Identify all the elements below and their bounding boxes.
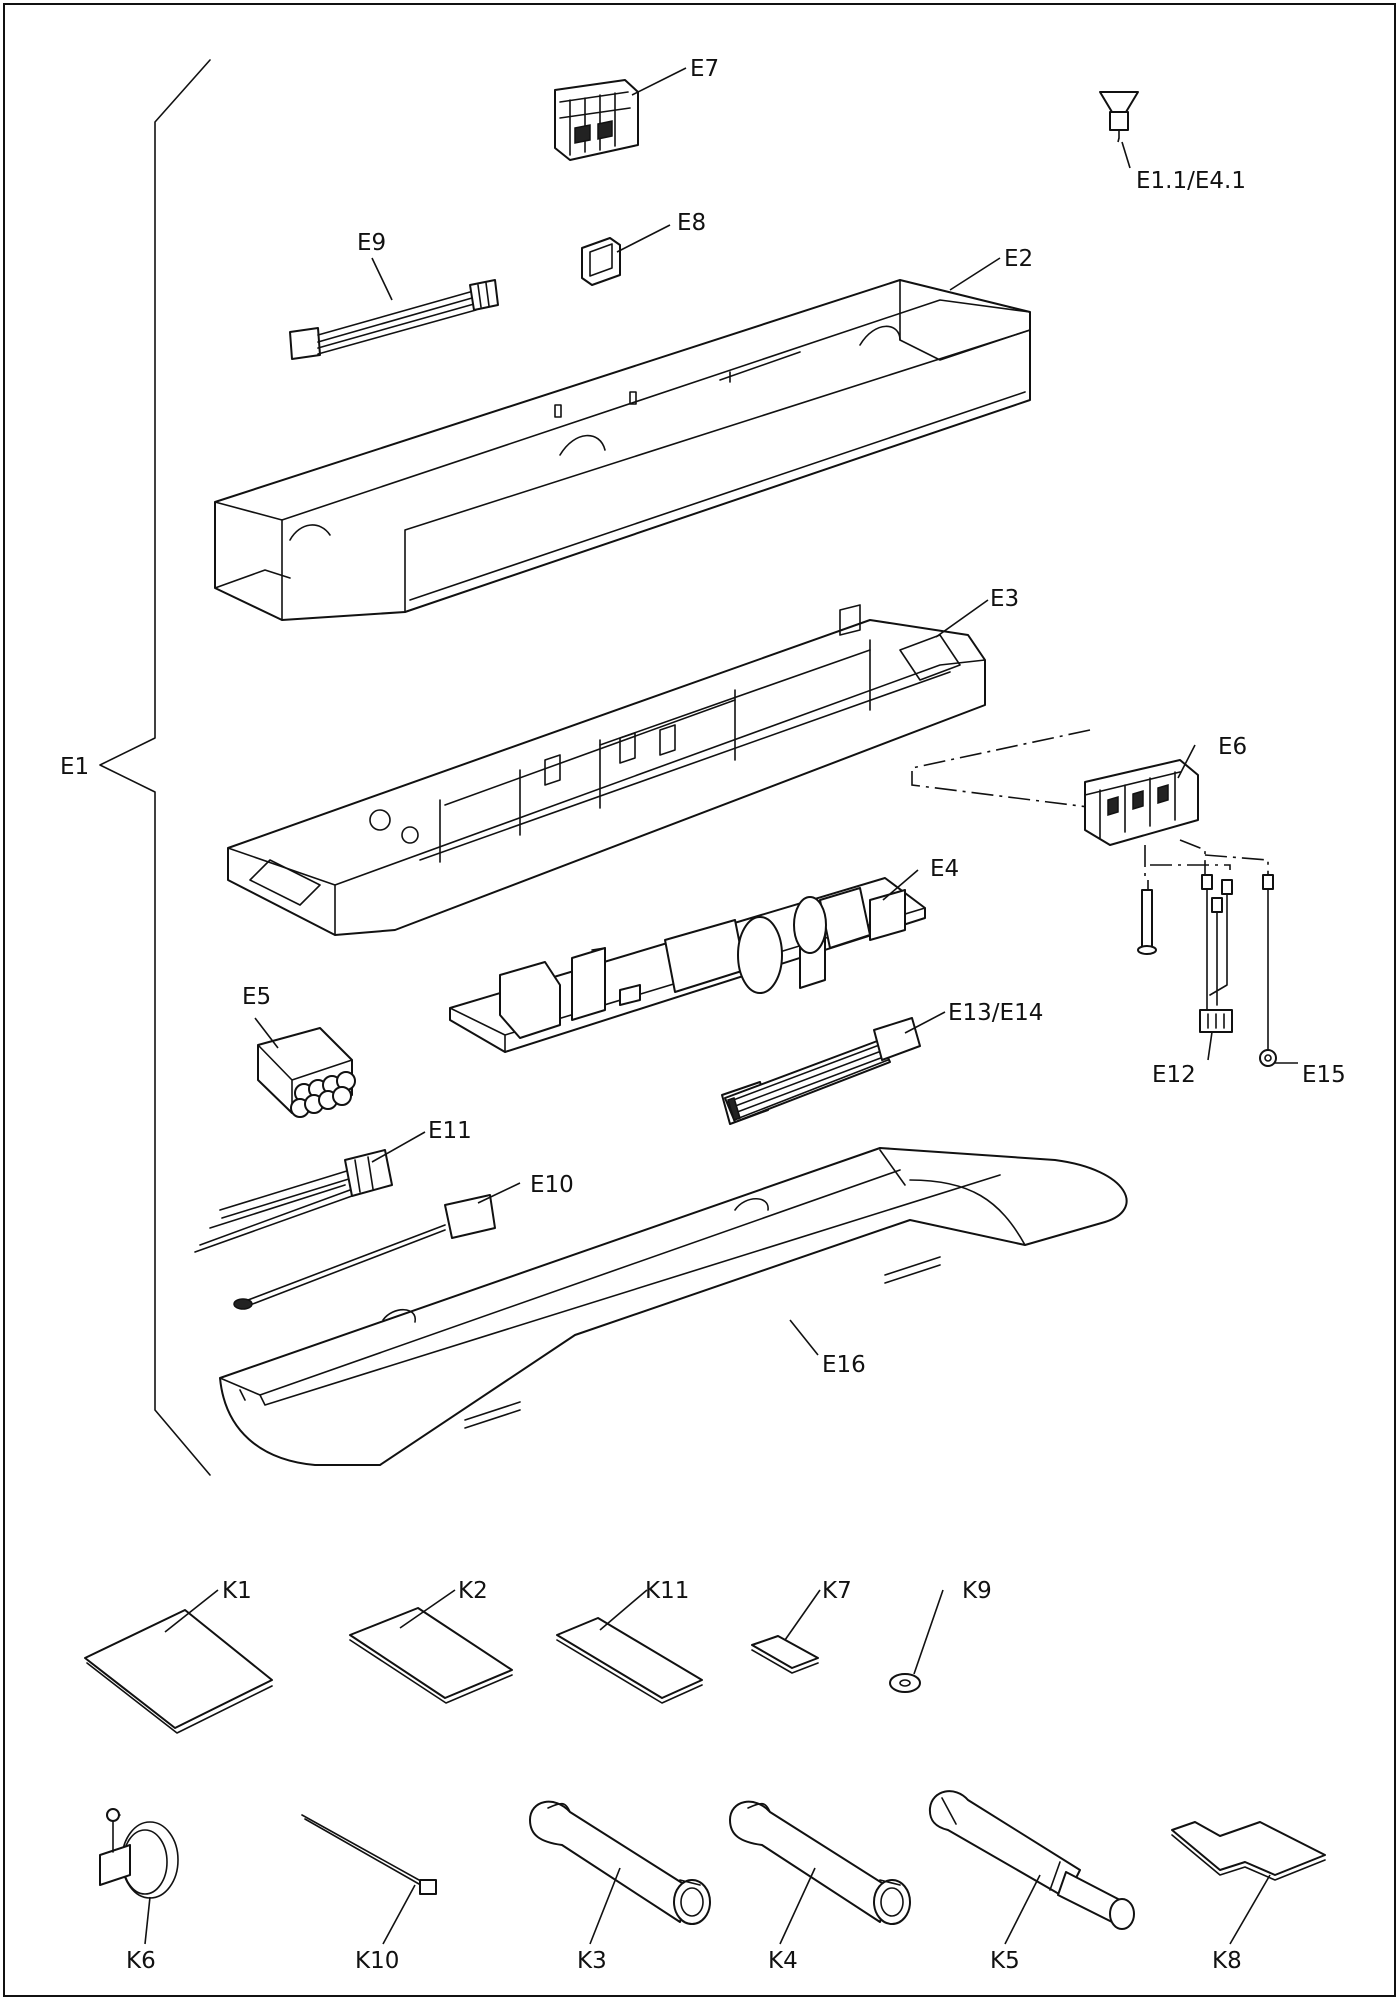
- part-e2-top-cover: [214, 279, 1031, 621]
- part-e8-clip: [581, 237, 621, 286]
- part-k2-sheet: [349, 1607, 513, 1704]
- part-e4-pcb: [449, 877, 926, 1053]
- label-e2: E2: [1004, 246, 1033, 272]
- label-k3: K3: [577, 1948, 607, 1974]
- part-k4-insulation-tube: [729, 1800, 911, 1925]
- label-e9: E9: [357, 230, 386, 256]
- part-k10-cable-tie: [301, 1814, 437, 1895]
- part-pin: [1137, 880, 1157, 955]
- label-e11: E11: [428, 1118, 472, 1144]
- label-k8: K8: [1212, 1948, 1242, 1974]
- label-k9: K9: [962, 1578, 992, 1604]
- part-e5-terminal: [257, 1027, 356, 1118]
- e1-group-brace: [99, 59, 211, 1476]
- label-e8: E8: [677, 210, 706, 236]
- label-k5: K5: [990, 1948, 1020, 1974]
- label-e3: E3: [990, 586, 1019, 612]
- label-k1: K1: [222, 1578, 252, 1604]
- part-e1-1-e4-1-fuse: [1099, 91, 1139, 139]
- label-k6: K6: [126, 1948, 156, 1974]
- label-e6: E6: [1218, 734, 1247, 760]
- label-e12: E12: [1152, 1062, 1196, 1088]
- label-e1-1-e4-1: E1.1/E4.1: [1136, 168, 1246, 194]
- part-e16-bottom-plate: [219, 1147, 1128, 1466]
- label-e15: E15: [1302, 1062, 1346, 1088]
- part-e15-earth-wire: [1259, 874, 1277, 1067]
- label-e10: E10: [530, 1172, 574, 1198]
- label-e7: E7: [690, 56, 719, 82]
- part-k9-washer: [889, 1673, 921, 1693]
- label-k4: K4: [768, 1948, 798, 1974]
- part-e12-harness: [1199, 874, 1233, 1033]
- page-border: [3, 3, 1396, 1997]
- part-k1-sheet: [84, 1609, 273, 1734]
- leader-lines: [144, 67, 1298, 1945]
- part-e10-sensor: [233, 1194, 496, 1310]
- part-k5-tube: [928, 1790, 1135, 1930]
- part-k8-bracket: [1171, 1821, 1326, 1881]
- part-e11-wire-bundle: [194, 1149, 393, 1253]
- label-e13-e14: E13/E14: [948, 1000, 1043, 1026]
- part-e6-terminal-block: [911, 729, 1269, 880]
- part-k6-clamp: [99, 1808, 179, 1899]
- part-e13-e14-flat-cable: [721, 1017, 921, 1125]
- label-e5: E5: [242, 984, 271, 1010]
- part-k11-strip: [556, 1617, 703, 1704]
- label-e1: E1: [60, 754, 89, 780]
- label-k2: K2: [458, 1578, 488, 1604]
- part-e3-base-frame: [227, 604, 986, 936]
- part-e9-wire-harness: [289, 279, 499, 360]
- part-e7-connector: [554, 79, 639, 161]
- label-e16: E16: [822, 1352, 866, 1378]
- label-k11: K11: [645, 1578, 689, 1604]
- label-k10: K10: [355, 1948, 399, 1974]
- part-k7-pad: [751, 1635, 819, 1674]
- label-e4: E4: [930, 856, 959, 882]
- label-k7: K7: [822, 1578, 852, 1604]
- part-k3-insulation-tube: [529, 1800, 711, 1925]
